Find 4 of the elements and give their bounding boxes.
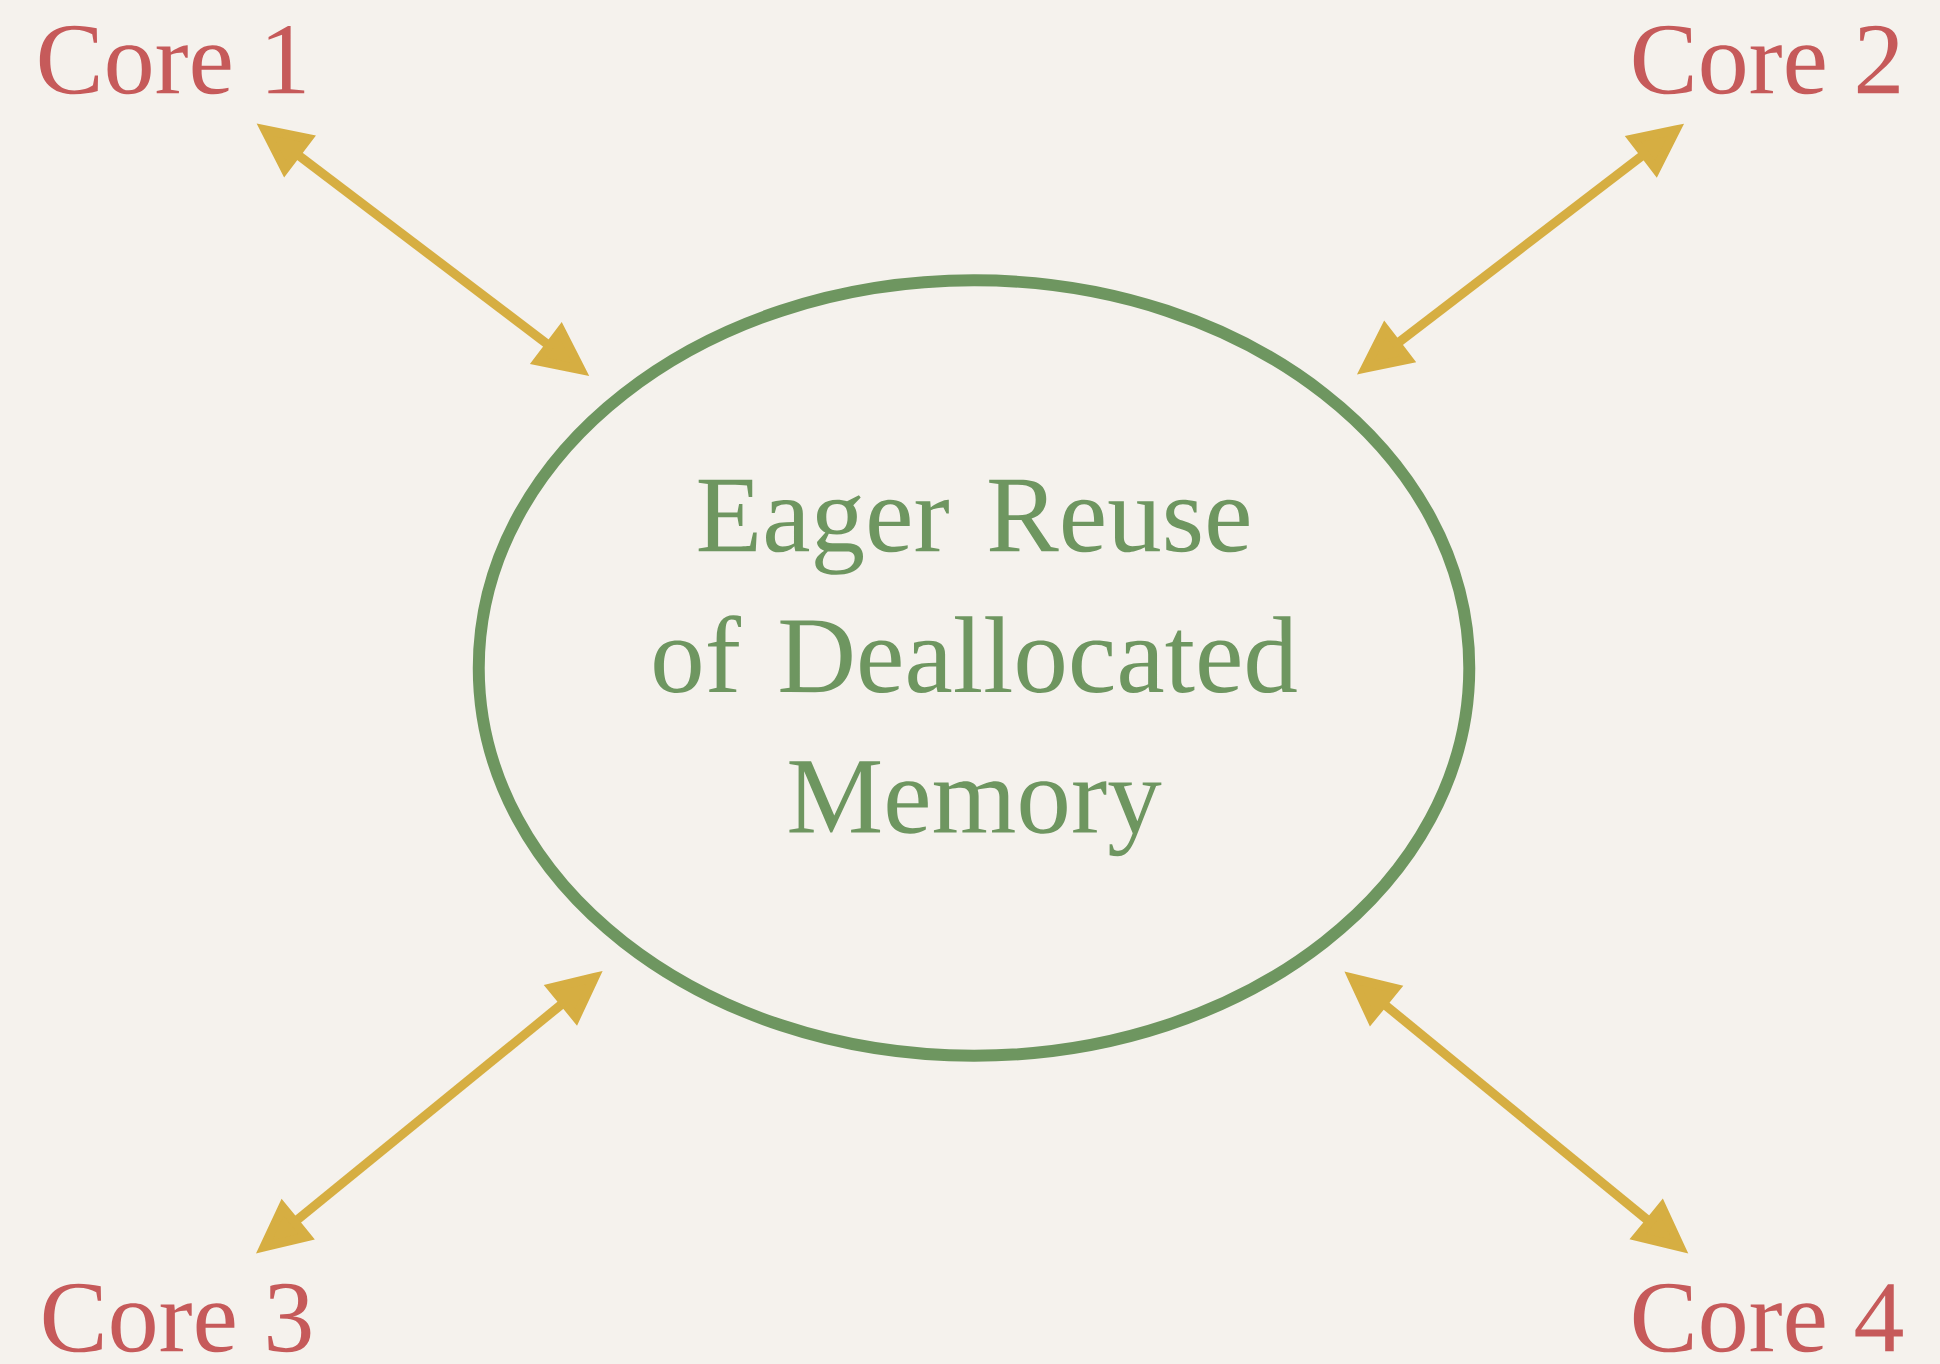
core-label: Core 2 (1633, 25, 1899, 95)
core-label: Core 1 (39, 25, 305, 95)
core-label: Core 3 (43, 1283, 311, 1353)
core-label: Core 4 (1633, 1283, 1903, 1353)
